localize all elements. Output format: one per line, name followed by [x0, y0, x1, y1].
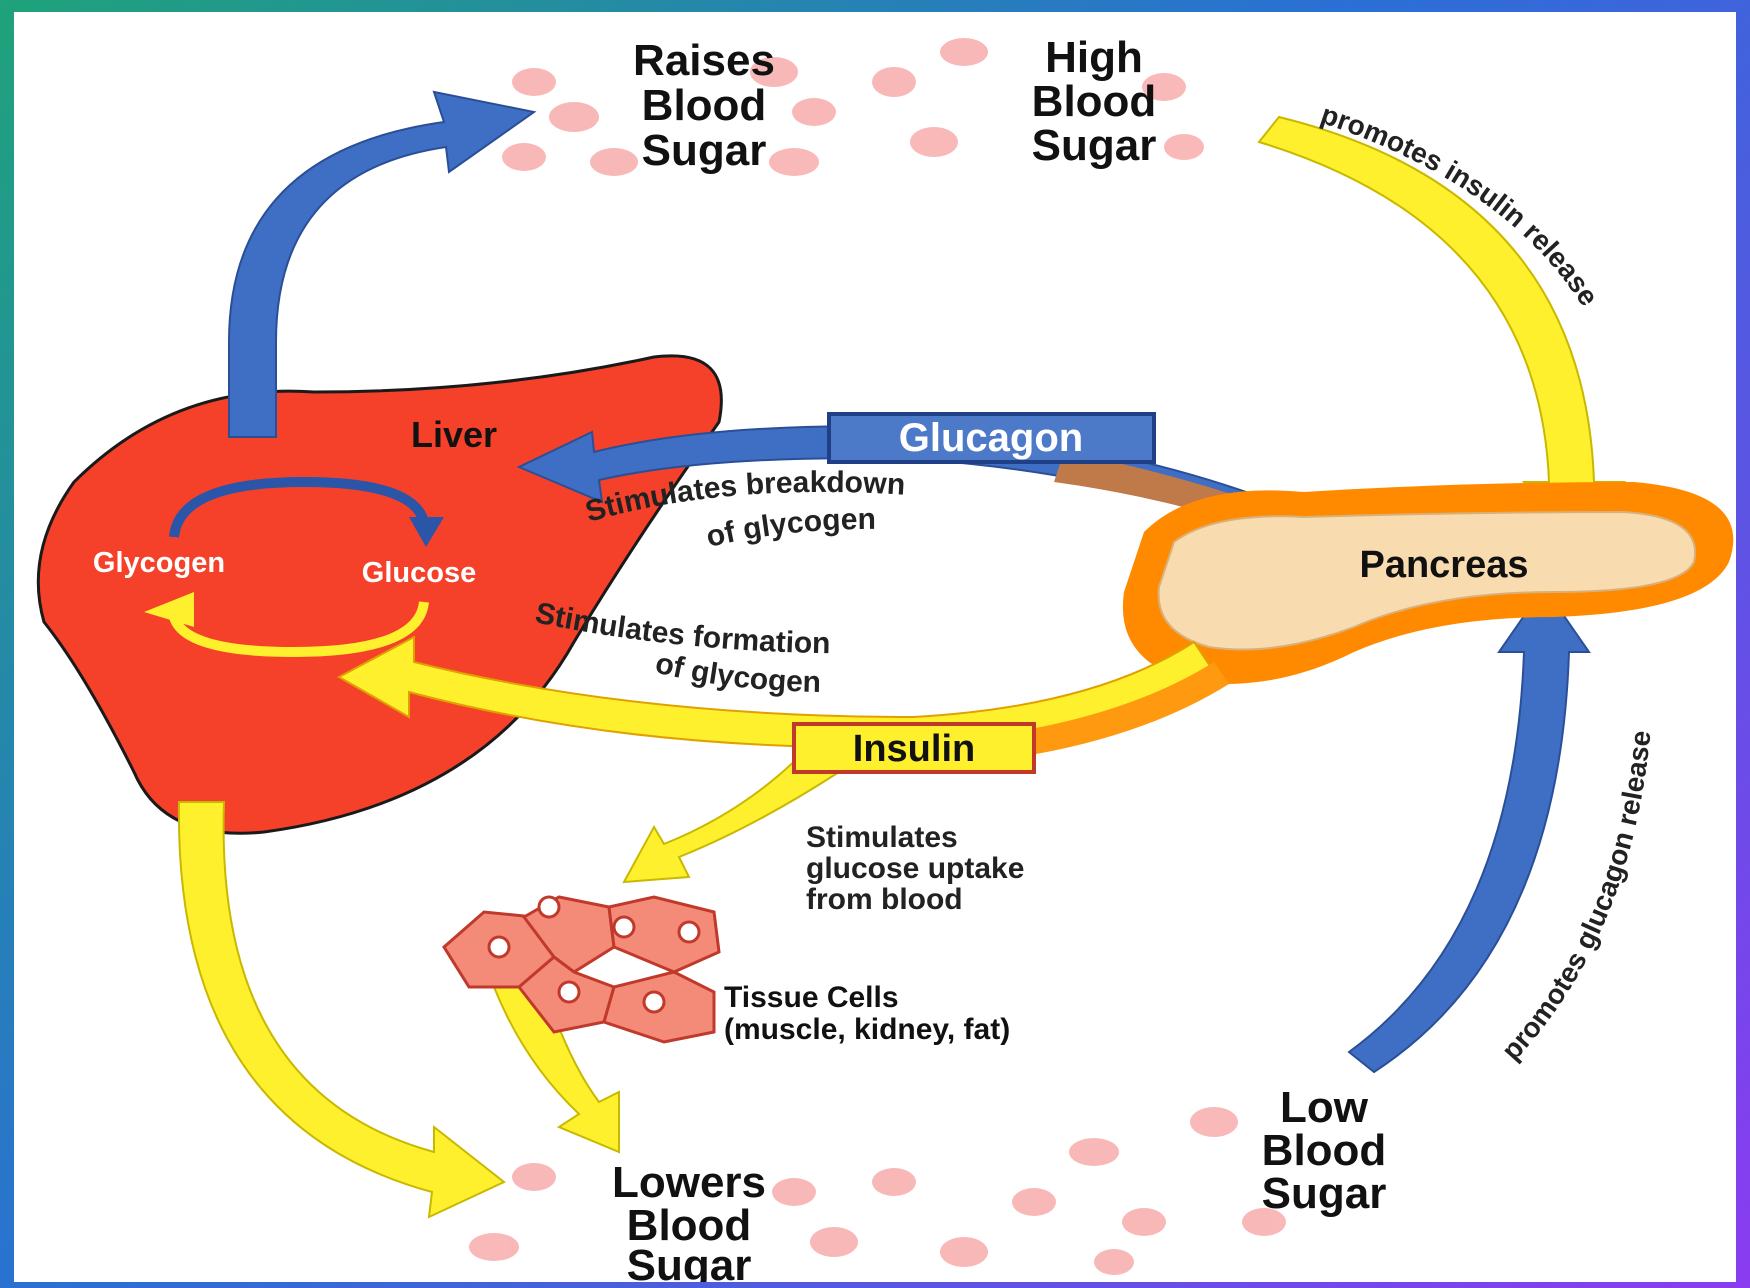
high-line-3: Sugar: [1032, 121, 1157, 170]
uptake-line-1: Stimulates: [806, 821, 958, 854]
breakdown-line-2: of glycogen: [703, 503, 876, 554]
pancreas-label: Pancreas: [1359, 544, 1528, 586]
formation-line-1: Stimulates formation: [533, 597, 831, 661]
glycogen-label: Glycogen: [93, 547, 225, 579]
blood-sugar-regulation-diagram: Glucagon Insulin Liver Glycogen Glucose …: [14, 12, 1736, 1282]
low-line-2: Blood: [1262, 1126, 1387, 1175]
insulin-label: Insulin: [853, 728, 975, 770]
raises-line-3: Sugar: [642, 126, 767, 175]
liver-shape: [38, 356, 721, 833]
low-line-1: Low: [1280, 1083, 1369, 1132]
glucose-label: Glucose: [362, 557, 476, 589]
low-line-3: Sugar: [1262, 1169, 1387, 1218]
liver-to-lowers-arrow: [179, 802, 504, 1217]
raises-line-1: Raises: [633, 36, 775, 85]
lowers-line-3: Sugar: [627, 1241, 752, 1282]
high-line-1: High: [1045, 33, 1143, 82]
uptake-line-2: glucose uptake: [806, 852, 1024, 885]
tissue-line-1: Tissue Cells: [724, 981, 899, 1014]
breakdown-line-2-path: of glycogen: [703, 503, 876, 554]
high-line-2: Blood: [1032, 77, 1157, 126]
tissue-cells: [444, 897, 719, 1042]
uptake-line-3: from blood: [806, 883, 963, 916]
tissue-line-2: (muscle, kidney, fat): [724, 1013, 1010, 1046]
diagram-panel: Glucagon Insulin Liver Glycogen Glucose …: [14, 12, 1736, 1282]
raises-line-2: Blood: [642, 81, 767, 130]
lowers-line-1: Lowers: [612, 1158, 766, 1207]
glucagon-label: Glucagon: [899, 416, 1083, 460]
liver-label: Liver: [411, 414, 497, 455]
formation-line-1-path: Stimulates formation: [533, 597, 831, 661]
